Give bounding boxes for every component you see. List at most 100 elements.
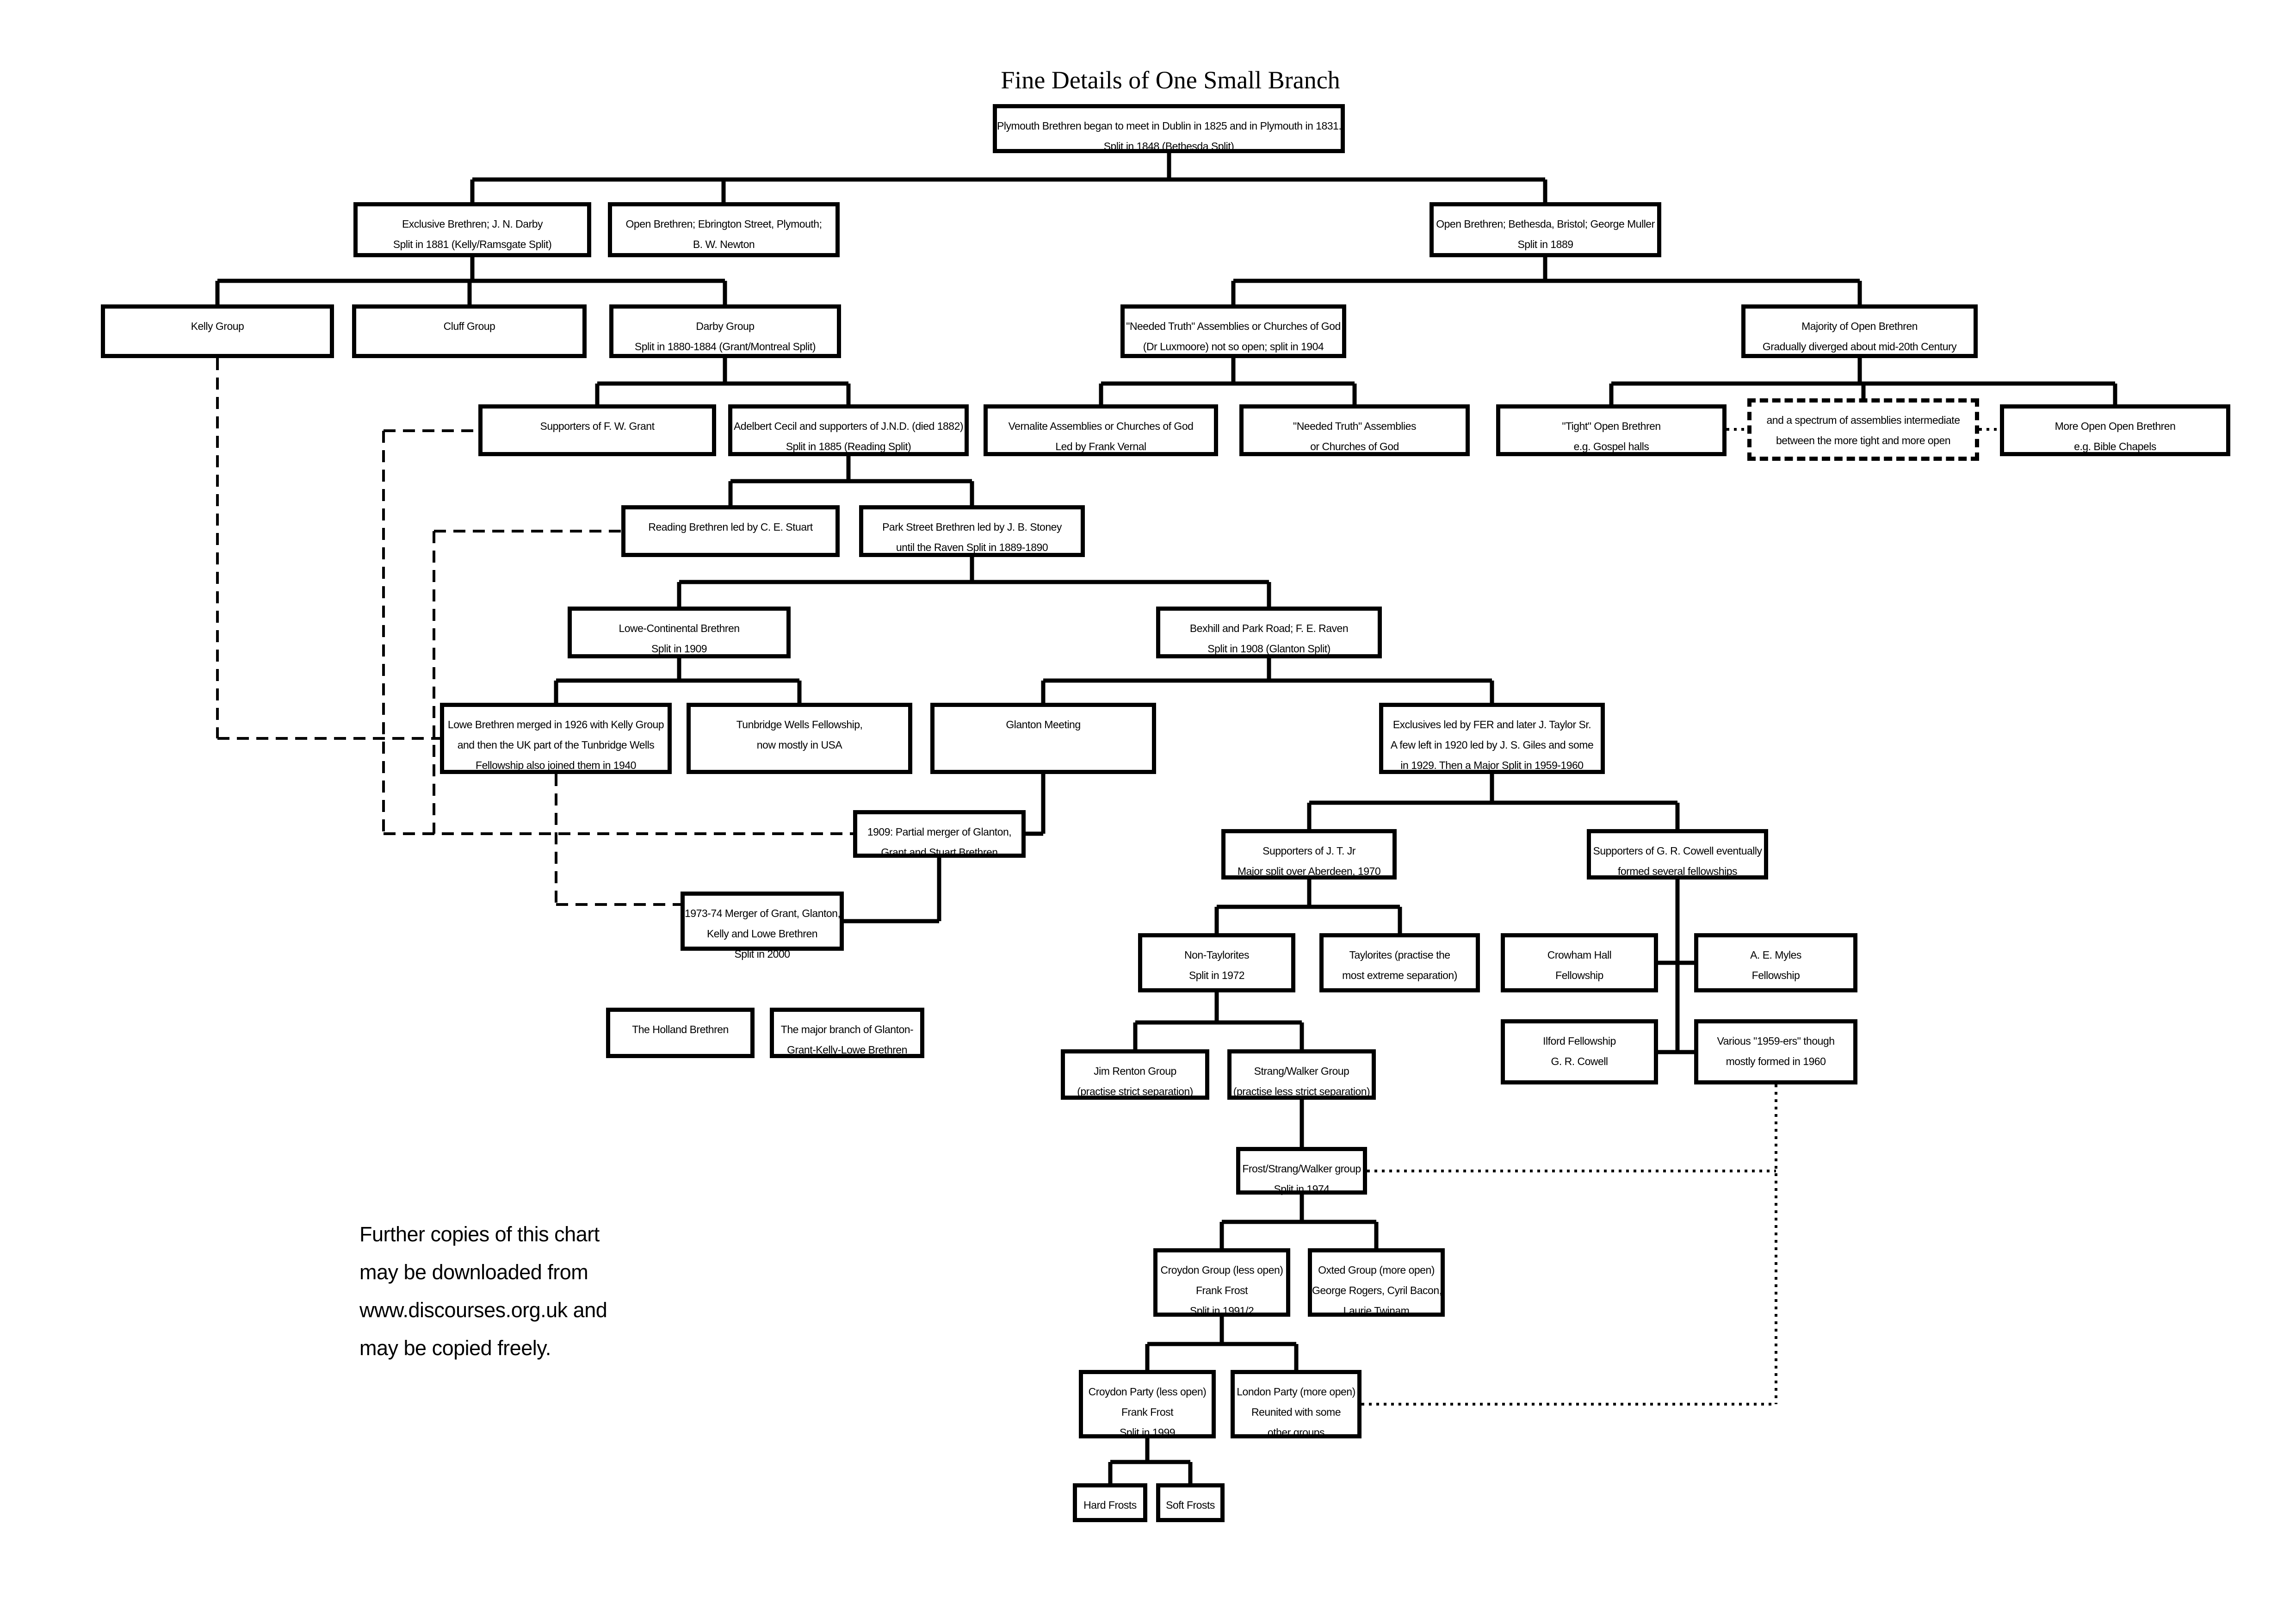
node-park-street: Park Street Brethren led by J. B. Stoney… bbox=[859, 505, 1085, 557]
node-soft-frosts: Soft Frosts bbox=[1156, 1483, 1225, 1522]
node-text-line: Hard Frosts bbox=[1083, 1499, 1137, 1511]
node-text-line: mostly formed in 1960 bbox=[1726, 1055, 1826, 1067]
node-grant-supporters: Supporters of F. W. Grant bbox=[478, 404, 716, 456]
node-text-line: Croydon Group (less open) bbox=[1160, 1264, 1283, 1276]
node-more-open: More Open Open Brethren e.g. Bible Chapel… bbox=[2000, 404, 2230, 456]
node-plymouth-root: Plymouth Brethren began to meet in Dubli… bbox=[993, 104, 1345, 153]
node-text-line: Reading Brethren led by C. E. Stuart bbox=[648, 521, 813, 533]
node-text-line: Park Street Brethren led by J. B. Stoney bbox=[882, 521, 1062, 533]
node-text-line: More Open Open Brethren bbox=[2055, 420, 2176, 432]
node-text-line: Reunited with some bbox=[1251, 1406, 1341, 1418]
node-text-line: or Churches of God bbox=[1310, 440, 1399, 452]
node-text-line: (practise strict separation) bbox=[1077, 1085, 1193, 1097]
download-note-line: may be downloaded from bbox=[359, 1260, 588, 1284]
node-text-line: 1909: Partial merger of Glanton, bbox=[867, 826, 1012, 838]
node-text-line: "Tight" Open Brethren bbox=[1562, 420, 1661, 432]
node-major-branch: The major branch of Glanton-Grant-Kelly-… bbox=[770, 1008, 924, 1058]
node-text-line: Adelbert Cecil and supporters of J.N.D. … bbox=[733, 420, 964, 432]
node-text-line: Split in 1880-1884 (Grant/Montreal Split… bbox=[634, 341, 816, 353]
node-jim-renton: Jim Renton Group (practise strict separat… bbox=[1061, 1049, 1209, 1100]
download-note-line: www.discourses.org.uk and bbox=[359, 1298, 607, 1322]
node-text-line: Open Brethren; Bethesda, Bristol; George… bbox=[1436, 218, 1655, 230]
node-text-line: (practise less strict separation) bbox=[1233, 1085, 1370, 1097]
node-text-line: e.g. Bible Chapels bbox=[2074, 440, 2156, 452]
node-text-line: George Rogers, Cyril Bacon, bbox=[1312, 1284, 1442, 1296]
node-text-line: Split in 2000 bbox=[734, 948, 790, 960]
node-text-line: Crowham Hall bbox=[1547, 949, 1612, 961]
node-holland-brethren: The Holland Brethren bbox=[606, 1008, 755, 1058]
node-text-line: Laurie Twinam bbox=[1343, 1305, 1410, 1317]
node-text-line: Supporters of G. R. Cowell eventually bbox=[1593, 845, 1762, 857]
node-text-line: Split in 1991/2 bbox=[1189, 1305, 1254, 1317]
node-text-line: Split in 1974 bbox=[1274, 1183, 1330, 1195]
node-text-line: Frost/Strang/Walker group bbox=[1242, 1163, 1361, 1175]
node-text-line: Split in 1972 bbox=[1188, 969, 1245, 981]
node-kelly-group: Kelly Group bbox=[101, 304, 334, 358]
node-text-line: Taylorites (practise the bbox=[1349, 949, 1450, 961]
node-taylorites: Taylorites (practise the most extreme sep… bbox=[1319, 933, 1480, 992]
node-adelbert-cecil: Adelbert Cecil and supporters of J.N.D. … bbox=[728, 404, 969, 456]
node-text-line: Ilford Fellowship bbox=[1543, 1035, 1616, 1047]
node-text-line: Split in 1881 (Kelly/Ramsgate Split) bbox=[393, 238, 552, 250]
node-text-line: The Holland Brethren bbox=[632, 1023, 729, 1035]
node-text-line: and then the UK part of the Tunbridge We… bbox=[457, 739, 655, 751]
node-text-line: Frank Frost bbox=[1195, 1284, 1248, 1296]
node-text-line: Cluff Group bbox=[443, 320, 495, 332]
node-open-bethesda: Open Brethren; Bethesda, Bristol; George… bbox=[1430, 202, 1661, 257]
node-text-line: Fellowship also joined them in 1940 bbox=[476, 759, 636, 771]
node-text-line: Strang/Walker Group bbox=[1254, 1065, 1349, 1077]
node-text-line: B. W. Newton bbox=[693, 238, 755, 250]
node-text-line: Supporters of J. T. Jr bbox=[1262, 845, 1355, 857]
node-text-line: (Dr Luxmoore) not so open; split in 1904 bbox=[1143, 341, 1324, 353]
node-london-party: London Party (more open)Reunited with so… bbox=[1231, 1370, 1362, 1438]
node-text-line: Kelly and Lowe Brethren bbox=[706, 928, 818, 940]
node-text-line: other groups bbox=[1267, 1426, 1325, 1438]
node-text-line: in 1929. Then a Major Split in 1959-1960 bbox=[1400, 759, 1584, 771]
node-text-line: Non-Taylorites bbox=[1184, 949, 1250, 961]
node-text-line: "Needed Truth" Assemblies or Churches of… bbox=[1126, 320, 1341, 332]
node-text-line: A. E. Myles bbox=[1750, 949, 1801, 961]
node-merger-1973: 1973-74 Merger of Grant, Glanton, Kelly a… bbox=[681, 892, 844, 960]
node-tunbridge-wells: Tunbridge Wells Fellowship,now mostly in… bbox=[687, 703, 912, 774]
node-merger-1909: 1909: Partial merger of Glanton,Grant an… bbox=[853, 810, 1026, 858]
node-spectrum: and a spectrum of assemblies intermediat… bbox=[1747, 398, 1979, 461]
node-text-line: Split in 1908 (Glanton Split) bbox=[1207, 643, 1331, 655]
node-text-line: Plymouth Brethren began to meet in Dubli… bbox=[997, 120, 1342, 132]
node-text-line: The major branch of Glanton- bbox=[780, 1023, 914, 1035]
node-text-line: Gradually diverged about mid-20th Centur… bbox=[1762, 341, 1957, 353]
node-strang-walker: Strang/Walker Group (practise less strict… bbox=[1227, 1049, 1376, 1100]
node-text-line: Major split over Aberdeen, 1970 bbox=[1237, 865, 1381, 877]
node-text-line: Open Brethren; Ebrington Street, Plymout… bbox=[625, 218, 822, 230]
node-text-line: Jim Renton Group bbox=[1094, 1065, 1176, 1077]
node-text-line: "Needed Truth" Assemblies bbox=[1293, 420, 1416, 432]
node-needed-truth-2: "Needed Truth" Assemblies or Churches of … bbox=[1239, 404, 1470, 456]
node-text-line: most extreme separation) bbox=[1342, 969, 1457, 981]
node-text-line: Split in 1889 bbox=[1517, 238, 1573, 250]
diagram-title: Fine Details of One Small Branch bbox=[1001, 66, 1340, 94]
node-text-line: 1973-74 Merger of Grant, Glanton, bbox=[685, 907, 841, 919]
node-text-line: Lowe-Continental Brethren bbox=[619, 622, 740, 634]
node-text-line: Split in 1909 bbox=[651, 643, 707, 655]
node-text-line: Majority of Open Brethren bbox=[1801, 320, 1918, 332]
node-text-line: now mostly in USA bbox=[756, 739, 842, 751]
node-exclusives-fer: Exclusives led by FER and later J. Taylo… bbox=[1379, 703, 1605, 774]
node-text-line: Fellowship bbox=[1555, 969, 1603, 981]
node-text-line: Split in 1999 bbox=[1119, 1426, 1176, 1438]
node-lowe-merged: Lowe Brethren merged in 1926 with Kelly … bbox=[440, 703, 672, 774]
node-text-line: Croydon Party (less open) bbox=[1088, 1386, 1207, 1398]
node-text-line: between the more tight and more open bbox=[1776, 434, 1951, 446]
